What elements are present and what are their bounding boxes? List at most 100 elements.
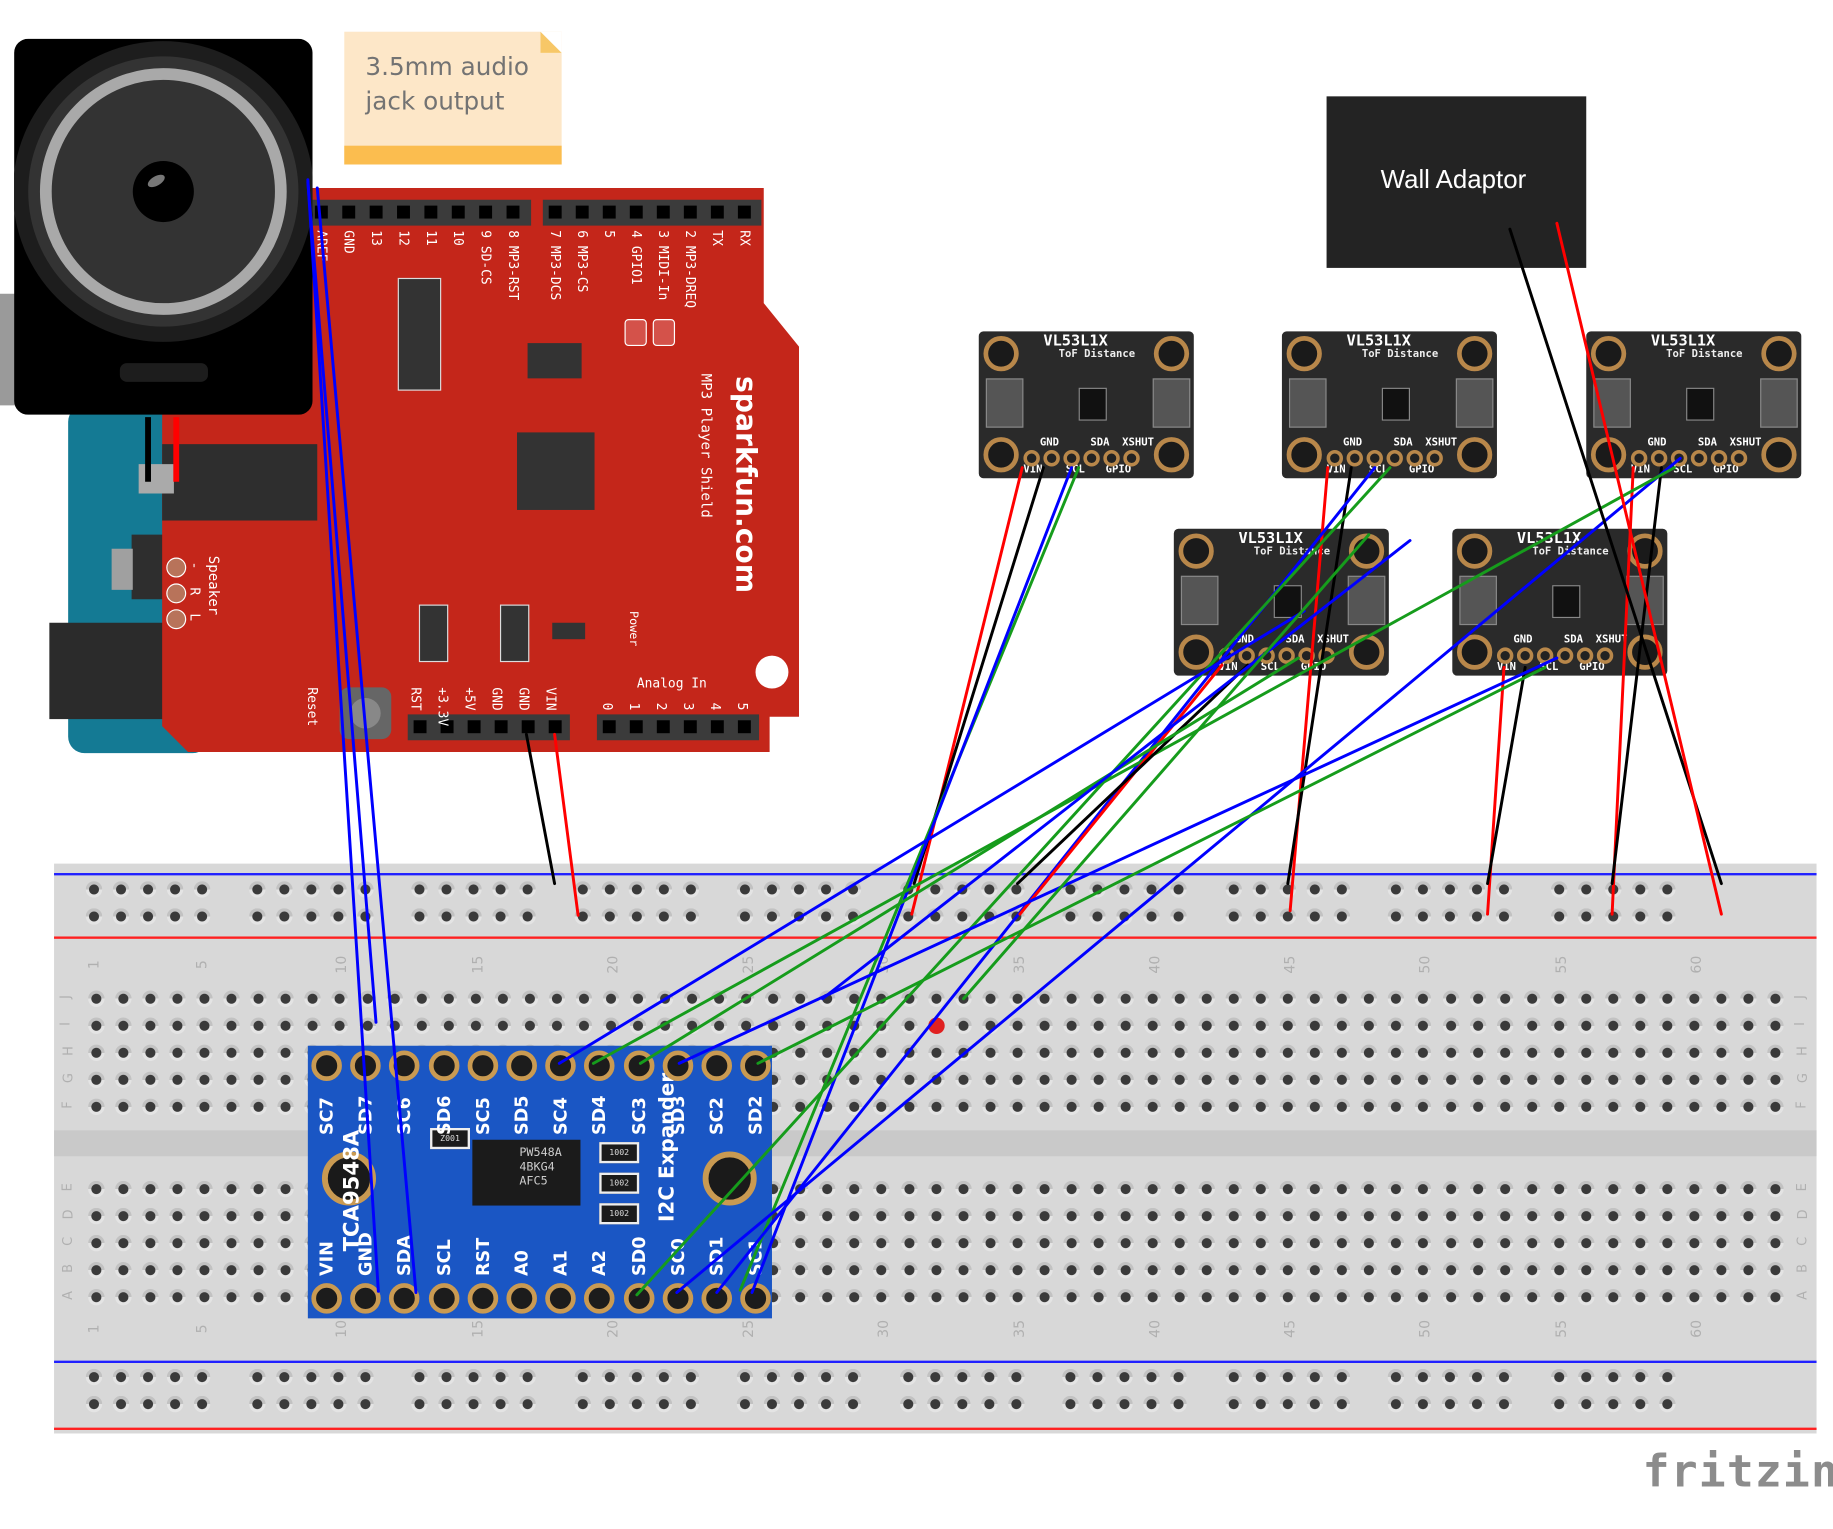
row-label: A [1794, 1291, 1810, 1300]
breadboard-hole [846, 990, 863, 1007]
breadboard-hole [927, 1288, 945, 1306]
header-pin [467, 720, 481, 734]
breadboard-hole [467, 1017, 484, 1034]
breadboard-hole [1361, 1261, 1378, 1279]
rail-hole [1550, 1395, 1567, 1413]
breadboard-hole [873, 1207, 890, 1225]
digital-pin-label: 8 MP3-RST [505, 230, 520, 300]
vl53l1x-sensor: VL53L1X ToF Distance GND SDA XSHUT VIN S… [978, 331, 1194, 479]
breadboard-hole [1306, 1261, 1324, 1279]
breadboard-hole [629, 1017, 647, 1034]
rail-hole [1089, 881, 1106, 898]
breadboard-hole [981, 1288, 999, 1306]
breadboard-hole [1767, 1261, 1784, 1279]
breadboard-hole [1442, 1044, 1459, 1062]
breadboard-hole [1198, 1044, 1216, 1062]
column-number: 50 [1417, 955, 1434, 974]
highlighted-hole [927, 1017, 945, 1034]
header-pin [737, 720, 751, 734]
sensor-pin [1346, 450, 1363, 467]
breadboard-hole [1496, 990, 1513, 1007]
breadboard-hole [1252, 1288, 1270, 1306]
breadboard-hole [1550, 1234, 1568, 1252]
mux-pin [584, 1050, 615, 1081]
breadboard-hole [1442, 1071, 1459, 1089]
breadboard-hole [1225, 1098, 1243, 1116]
breadboard-hole [1523, 1044, 1541, 1062]
speaker [14, 38, 313, 415]
rail-hole [275, 908, 292, 925]
breadboard-hole [142, 1261, 159, 1279]
rail-hole [736, 881, 754, 898]
breadboard-hole [1388, 1207, 1405, 1225]
rail-hole [628, 881, 645, 898]
breadboard-hole [1361, 1288, 1378, 1306]
breadboard-hole [1388, 1044, 1405, 1062]
mux-pin [662, 1283, 694, 1314]
breadboard-hole [792, 1017, 809, 1034]
breadboard-hole [1415, 1288, 1432, 1306]
breadboard-hole [1631, 1234, 1649, 1252]
sensor-subtitle: ToF Distance [1532, 546, 1609, 559]
mux-pin-label: SD4 [589, 1095, 611, 1136]
breadboard-hole [900, 1071, 918, 1089]
mux-pin-label: SD6 [433, 1095, 455, 1136]
breadboard-hole [1008, 1234, 1026, 1252]
breadboard-hole [792, 1288, 809, 1306]
sensor-title: VL53L1X [1238, 529, 1303, 548]
breadboard-hole [196, 1234, 213, 1252]
breadboard-hole [1713, 1234, 1730, 1252]
rail-hole [573, 881, 591, 898]
rail-hole [953, 1368, 970, 1386]
capacitor [499, 604, 530, 663]
rail-hole [411, 1395, 428, 1413]
rail-hole [1116, 1395, 1133, 1413]
sensor-mounting-hole [983, 336, 1019, 372]
breadboard-hole [1171, 1017, 1188, 1034]
breadboard-hole [223, 1180, 240, 1198]
rail-hole [682, 908, 699, 925]
rail-hole [275, 1395, 292, 1413]
rail-hole [356, 1395, 374, 1413]
breadboard-hole [1171, 1071, 1188, 1089]
breadboard-hole [1279, 1017, 1297, 1034]
breadboard-hole [277, 990, 295, 1007]
breadboard-hole [1252, 1017, 1270, 1034]
reset-button-cap[interactable] [350, 697, 381, 729]
breadboard-hole [1361, 1234, 1378, 1252]
breadboard-hole [1225, 1071, 1243, 1089]
smd-resistor: 1002 [599, 1203, 640, 1225]
breadboard-hole [1523, 1207, 1541, 1225]
header-pin [629, 205, 643, 219]
sensor-pin-label: GND [1647, 437, 1667, 449]
sensor-pin [1326, 450, 1344, 467]
breadboard-hole [1036, 1288, 1053, 1306]
rail-hole [302, 1368, 320, 1386]
breadboard-hole [1550, 1098, 1568, 1116]
rail-hole [85, 908, 103, 925]
breadboard-hole [1171, 1044, 1188, 1062]
rail-hole [112, 1395, 130, 1413]
tof-sensor-chip [1381, 387, 1410, 421]
breadboard-hole [1415, 1180, 1432, 1198]
rail-hole [1062, 881, 1079, 898]
breadboard-hole [1144, 1044, 1161, 1062]
breadboard-hole [927, 990, 945, 1007]
breadboard-hole [1740, 1234, 1757, 1252]
wall-adaptor-label: Wall Adaptor [1380, 164, 1527, 194]
breadboard-hole [1333, 990, 1351, 1007]
breadboard-hole [981, 1180, 999, 1198]
breadboard-hole [196, 1044, 213, 1062]
mp3-decoder-chip [517, 432, 595, 510]
rail-hole [736, 908, 754, 925]
breadboard-hole [1740, 1261, 1757, 1279]
sensor-mounting-hole [1627, 634, 1663, 670]
rail-hole [926, 1395, 943, 1413]
breadboard-hole [1036, 1180, 1053, 1198]
breadboard-hole [1496, 1044, 1513, 1062]
column-number: 50 [1417, 1319, 1434, 1338]
breadboard-hole [142, 1044, 159, 1062]
breadboard-hole [223, 1044, 240, 1062]
row-label: C [1794, 1236, 1810, 1246]
